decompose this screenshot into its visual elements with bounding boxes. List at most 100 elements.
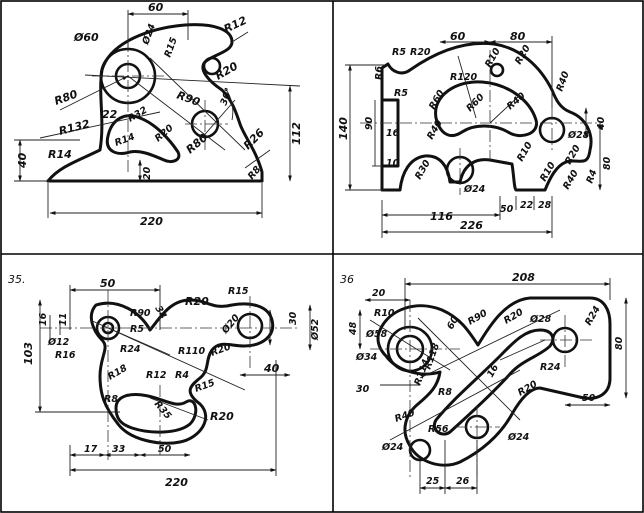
br-label-0: 208 [512,271,535,284]
drawing-bottom-right: 36 208 20 R10 48 Ø58 [340,271,628,494]
br-label-23: 50 [582,393,596,404]
tl-label-5: R80 [53,87,80,107]
tl-label-11: R14 [113,131,136,148]
tr-label-1: R20 [410,47,431,58]
tr-label-28: 116 [430,210,453,223]
tr-label-26: 16 [386,128,400,139]
bl-label-4: R15 [228,286,249,297]
br-label-22: 26 [456,476,470,487]
bl-label-17: 40 [263,362,280,375]
bl-label-9: R16 [55,350,76,361]
tl-label-7: R90 [175,89,202,109]
br-label-10: R24 [583,304,603,328]
tl-label-0: 60 [148,1,164,14]
tr-label-22: Ø24 [463,184,486,195]
tr-label-25: R5 [394,88,408,99]
tr-label-12: 80 [602,156,613,170]
tr-label-10: Ø28 [567,130,590,141]
tl-label-13: R80 [184,131,211,156]
bl-label-22: R8 [104,394,118,405]
tl-label-17: R14 [48,148,72,161]
tr-label-32: 226 [460,219,483,232]
bl-label-15: Ø52 [310,318,321,341]
br-label-7: R90 [466,308,490,328]
drawing-top-left: 60 Ø60 R12 Ø24 R15 R80 R20 R90 22 R132 R… [14,1,303,228]
tr-label-14: R20 [563,143,583,167]
tl-label-6: R20 [213,59,240,82]
tr-label-13: R10 [515,140,535,164]
tl-label-9: R132 [57,117,91,138]
tl-label-15: R26 [241,126,267,152]
tr-label-19: R60 [427,88,447,112]
bl-label-3: R20 [185,295,209,308]
bl-label-20: R4 [175,370,189,381]
tr-label-18: R6 [374,66,385,80]
bl-label-18: R18 [106,363,130,383]
drawing-top-right: R5 R20 60 80 R120 R10 R40 R20 R60 R40 Ø2… [337,30,613,238]
tr-label-0: R5 [392,47,406,58]
tl-label-21: 112 [290,122,303,145]
br-label-15: R8 [438,387,452,398]
tl-label-8: 22 [102,108,118,121]
br-label-4: Ø58 [365,329,388,340]
bl-label-16: 103 [22,342,35,365]
br-label-19: Ø24 [381,442,404,453]
bl-label-6: 11 [58,313,69,326]
tr-label-27: 10 [386,158,400,169]
tr-label-29: 50 [500,204,514,215]
drawing-bottom-left: 35. 50 R90 34 R20 R15 16 11 [8,273,321,489]
tr-label-16: R4 [584,168,599,185]
bl-label-27: 50 [158,444,172,455]
bl-label-24: R20 [210,410,234,423]
bl-label-1: R90 [130,308,151,319]
br-label-20: Ø24 [507,432,530,443]
br-number: 36 [340,273,354,286]
tr-label-8: R60 [464,92,487,115]
bl-label-2: 34 [152,304,168,321]
br-label-16: R20 [516,379,540,399]
bl-label-26: 33 [112,444,126,455]
tl-label-1: Ø60 [73,31,99,44]
bl-label-13: R20 [209,341,232,358]
bl-label-14: 30 [288,311,299,325]
tl-label-3: Ø24 [140,22,158,47]
tr-label-30: 22 [520,200,534,211]
tl-label-16: 40 [16,152,29,169]
bl-label-28: 220 [165,476,188,489]
tl-label-18: 20 [142,166,153,180]
br-label-21: 25 [426,476,440,487]
br-label-13: R24 [540,362,561,373]
bl-label-7: Ø12 [47,337,70,348]
br-label-2: R10 [374,308,395,319]
tr-label-24: 90 [364,116,375,130]
tl-label-20: 220 [140,215,163,228]
tl-label-4: R15 [162,36,179,59]
tr-label-6: R40 [505,90,528,112]
tr-label-21: R30 [413,158,433,182]
br-label-9: Ø28 [529,314,552,325]
bl-label-0: 50 [100,277,116,290]
br-label-18: R56 [428,424,449,435]
br-label-6: 60 [445,314,461,331]
tr-label-23: 140 [337,117,350,140]
bl-label-11: R110 [178,346,206,357]
br-label-1: 20 [372,288,386,299]
bl-label-25: 17 [84,444,98,455]
tr-label-11: 40 [596,116,607,131]
tr-label-2: 60 [450,30,466,43]
br-label-3: 48 [348,321,359,336]
br-label-25: 30 [356,384,370,395]
tr-label-15: R40 [561,168,581,192]
br-label-24: 80 [614,336,625,350]
br-label-5: Ø34 [355,352,378,363]
bl-number: 35. [8,273,26,286]
tr-label-31: 28 [538,200,552,211]
bl-label-19: R12 [146,370,167,381]
bl-label-10: R24 [120,344,141,355]
tr-label-9: R40 [554,70,571,93]
br-label-12: 16 [485,362,501,379]
bl-label-8: R5 [130,324,144,335]
